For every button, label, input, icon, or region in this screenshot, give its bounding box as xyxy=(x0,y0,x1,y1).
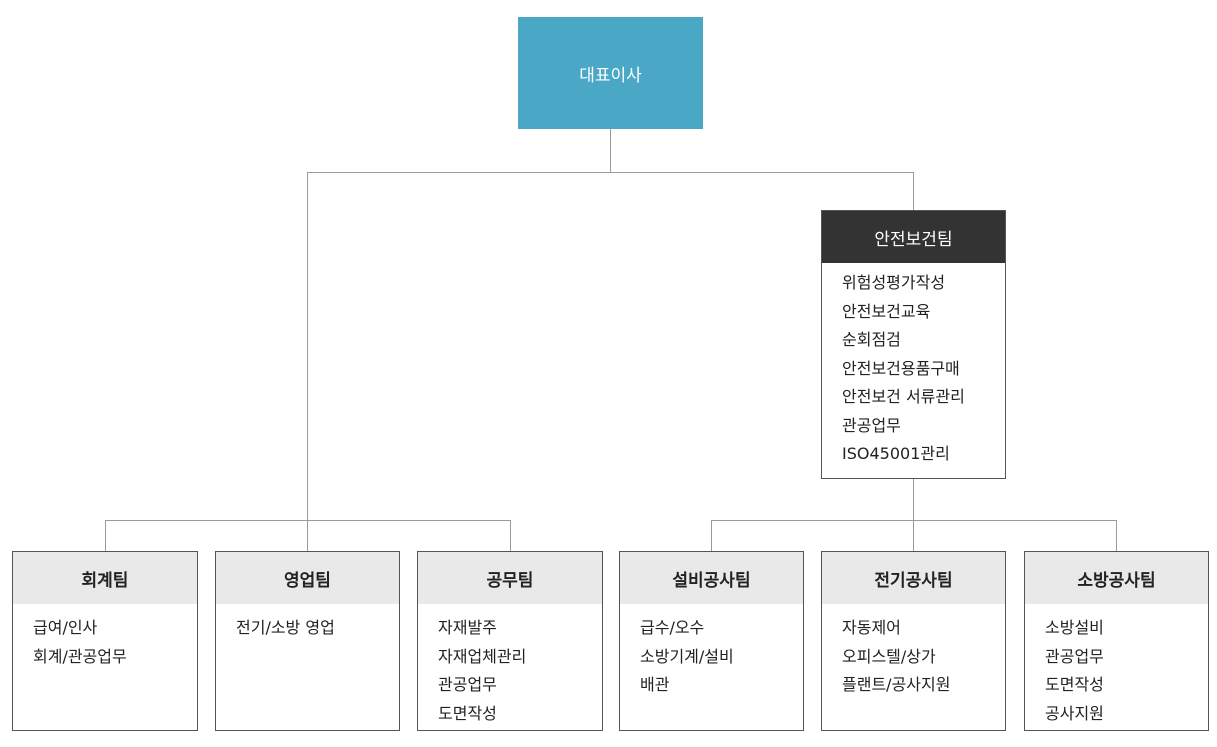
duty-item: 소방설비 xyxy=(1045,618,1104,637)
team-box-fire: 소방공사팀 소방설비 관공업무 도면작성 공사지원 xyxy=(1024,551,1209,731)
team-title: 소방공사팀 xyxy=(1077,570,1156,591)
team-duties: 급여/인사 회계/관공업무 xyxy=(13,604,197,671)
team-duties: 자동제어 오피스텔/상가 플랜트/공사지원 xyxy=(822,604,1005,700)
team-duties: 소방설비 관공업무 도면작성 공사지원 xyxy=(1025,604,1208,728)
team-header: 전기공사팀 xyxy=(822,552,1005,604)
team-duties: 자재발주 자재업체관리 관공업무 도면작성 xyxy=(418,604,602,728)
team-box-electrical: 전기공사팀 자동제어 오피스텔/상가 플랜트/공사지원 xyxy=(821,551,1006,731)
team-title: 전기공사팀 xyxy=(874,570,953,591)
team-header: 공무팀 xyxy=(418,552,602,604)
safety-team-title: 안전보건팀 xyxy=(874,229,953,250)
team-title: 설비공사팀 xyxy=(672,570,751,591)
team-title: 영업팀 xyxy=(284,570,331,591)
duty-item: 급수/오수 xyxy=(640,618,705,637)
team-box-facility: 설비공사팀 급수/오수 소방기계/설비 배관 xyxy=(619,551,804,731)
duty-item: 순회점검 xyxy=(842,330,901,349)
team-header: 소방공사팀 xyxy=(1025,552,1208,604)
team-header: 회계팀 xyxy=(13,552,197,604)
duty-item: 급여/인사 xyxy=(33,618,98,637)
duty-item: 공사지원 xyxy=(1045,703,1104,723)
duty-item: 회계/관공업무 xyxy=(33,646,127,666)
duty-item: 안전보건용품구매 xyxy=(842,358,960,378)
safety-team-header: 안전보건팀 xyxy=(822,211,1005,263)
team-box-works: 공무팀 자재발주 자재업체관리 관공업무 도면작성 xyxy=(417,551,603,731)
safety-team-box: 안전보건팀 위험성평가작성 안전보건교육 순회점검 안전보건용품구매 안전보건 … xyxy=(821,210,1006,479)
team-duties: 급수/오수 소방기계/설비 배관 xyxy=(620,604,803,700)
duty-item: 자동제어 xyxy=(842,618,901,637)
duty-item: 위험성평가작성 xyxy=(842,273,946,292)
duty-item: 안전보건 서류관리 xyxy=(842,387,965,406)
duty-item: 도면작성 xyxy=(1045,675,1104,694)
team-header: 영업팀 xyxy=(216,552,399,604)
team-header: 설비공사팀 xyxy=(620,552,803,604)
team-box-accounting: 회계팀 급여/인사 회계/관공업무 xyxy=(12,551,198,731)
duty-item: 전기/소방 영업 xyxy=(236,618,335,637)
duty-item: 관공업무 xyxy=(1045,646,1104,666)
duty-item: 자재발주 xyxy=(438,618,497,637)
duty-item: 소방기계/설비 xyxy=(640,646,734,666)
duty-item: ISO45001관리 xyxy=(842,444,950,463)
duty-item: 관공업무 xyxy=(438,675,497,694)
duty-item: 도면작성 xyxy=(438,703,497,723)
ceo-box: 대표이사 xyxy=(518,17,703,129)
team-title: 공무팀 xyxy=(486,570,534,591)
team-duties: 전기/소방 영업 xyxy=(216,604,399,643)
duty-item: 관공업무 xyxy=(842,415,901,435)
duty-item: 오피스텔/상가 xyxy=(842,646,936,666)
duty-item: 배관 xyxy=(640,675,670,694)
safety-team-duties: 위험성평가작성 안전보건교육 순회점검 안전보건용품구매 안전보건 서류관리 관… xyxy=(822,263,1005,469)
ceo-title: 대표이사 xyxy=(579,65,642,86)
team-title: 회계팀 xyxy=(81,570,129,591)
duty-item: 플랜트/공사지원 xyxy=(842,675,951,694)
duty-item: 안전보건교육 xyxy=(842,301,931,321)
team-box-sales: 영업팀 전기/소방 영업 xyxy=(215,551,400,731)
duty-item: 자재업체관리 xyxy=(438,646,527,666)
